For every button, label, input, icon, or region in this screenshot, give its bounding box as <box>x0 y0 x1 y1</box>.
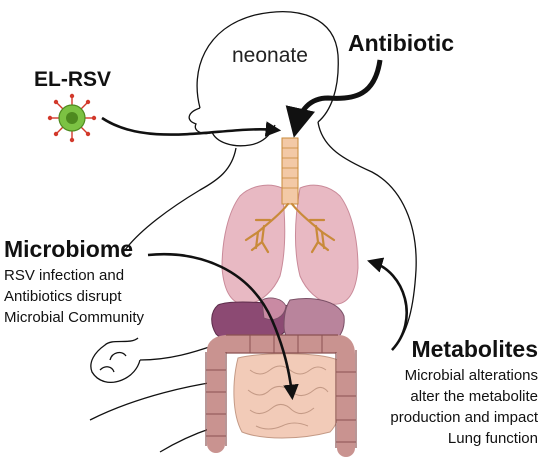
colon <box>207 335 355 457</box>
antibiotic-label: Antibiotic <box>348 30 455 56</box>
colon-edge <box>205 334 357 448</box>
el-rsv-label: EL-RSV <box>34 68 112 91</box>
microbiome-line-2: Antibiotics disrupt <box>4 288 122 305</box>
microbiome-line-1: RSV infection and <box>4 267 125 284</box>
metabolites-line-4: Lung function <box>447 430 538 447</box>
microbiome-line-3: Microbial Community <box>4 309 145 326</box>
metabolites-block: Metabolites Microbial alterations alter … <box>390 336 538 449</box>
metabolites-line-3: production and impact <box>390 409 538 426</box>
metabolites-arrow <box>367 257 408 351</box>
neonate-label: neonate <box>232 44 308 67</box>
lungs <box>221 184 359 305</box>
metabolites-line-1: Microbial alterations <box>404 367 538 384</box>
el-rsv-arrow <box>101 116 282 137</box>
microbiome-arrow <box>147 252 299 401</box>
trachea <box>281 137 299 205</box>
rsv-virus-icon <box>47 93 97 143</box>
neonate-body-outline <box>89 11 417 453</box>
microbiome-block: Microbiome RSV infection and Antibiotics… <box>4 236 144 328</box>
metabolites-line-2: alter the metabolite <box>410 388 538 405</box>
colon-haustra <box>206 335 356 443</box>
bronchi <box>244 202 336 254</box>
microbiome-title: Microbiome <box>4 236 134 262</box>
antibiotic-arrow <box>285 59 383 138</box>
metabolites-title: Metabolites <box>411 336 538 362</box>
